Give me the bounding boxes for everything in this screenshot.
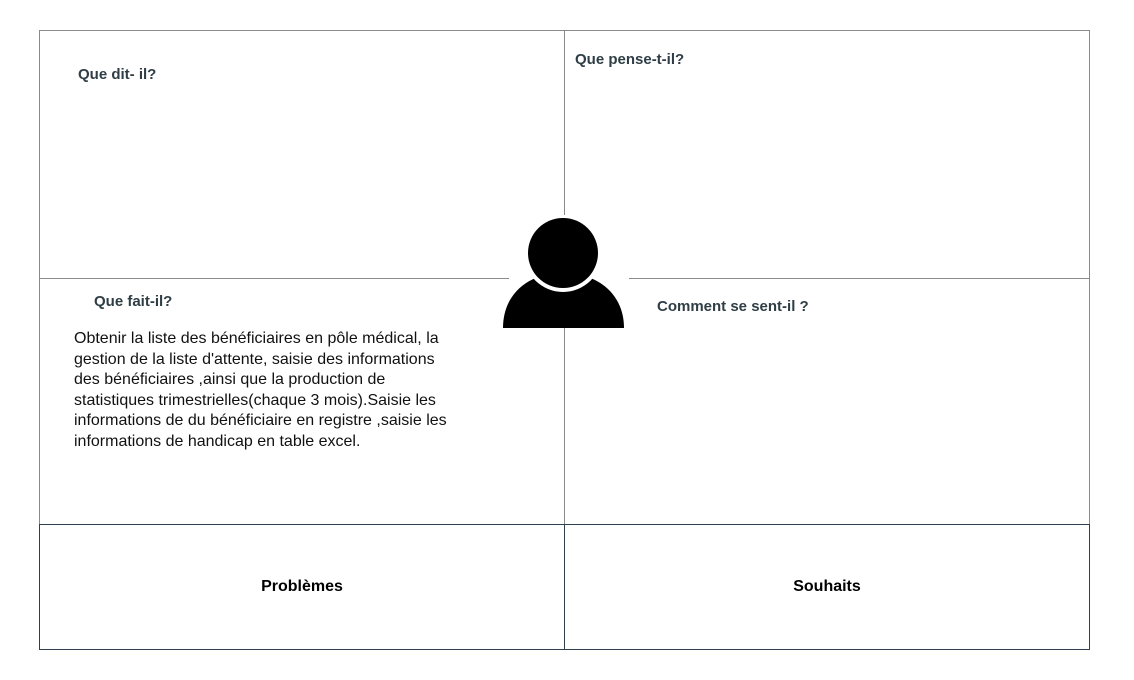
quadrant-title-thinks: Que pense-t-il? <box>575 51 685 68</box>
person-icon-body <box>503 273 624 328</box>
problems-label: Problèmes <box>261 578 343 595</box>
quadrant-text-does: Obtenir la liste des bénéficiaires en pô… <box>74 330 447 450</box>
quadrant-title-feels: Comment se sent-il ? <box>657 298 809 315</box>
problems-box: Problèmes <box>39 524 565 650</box>
person-icon <box>503 215 624 328</box>
horizontal-divider-right <box>629 278 1090 279</box>
wishes-label: Souhaits <box>793 578 861 595</box>
wishes-box: Souhaits <box>564 524 1090 650</box>
quadrant-title-says: Que dit- il? <box>78 66 157 83</box>
quadrant-title-does: Que fait-il? <box>94 293 173 310</box>
person-icon-head <box>528 218 598 288</box>
horizontal-divider-left <box>39 278 509 279</box>
